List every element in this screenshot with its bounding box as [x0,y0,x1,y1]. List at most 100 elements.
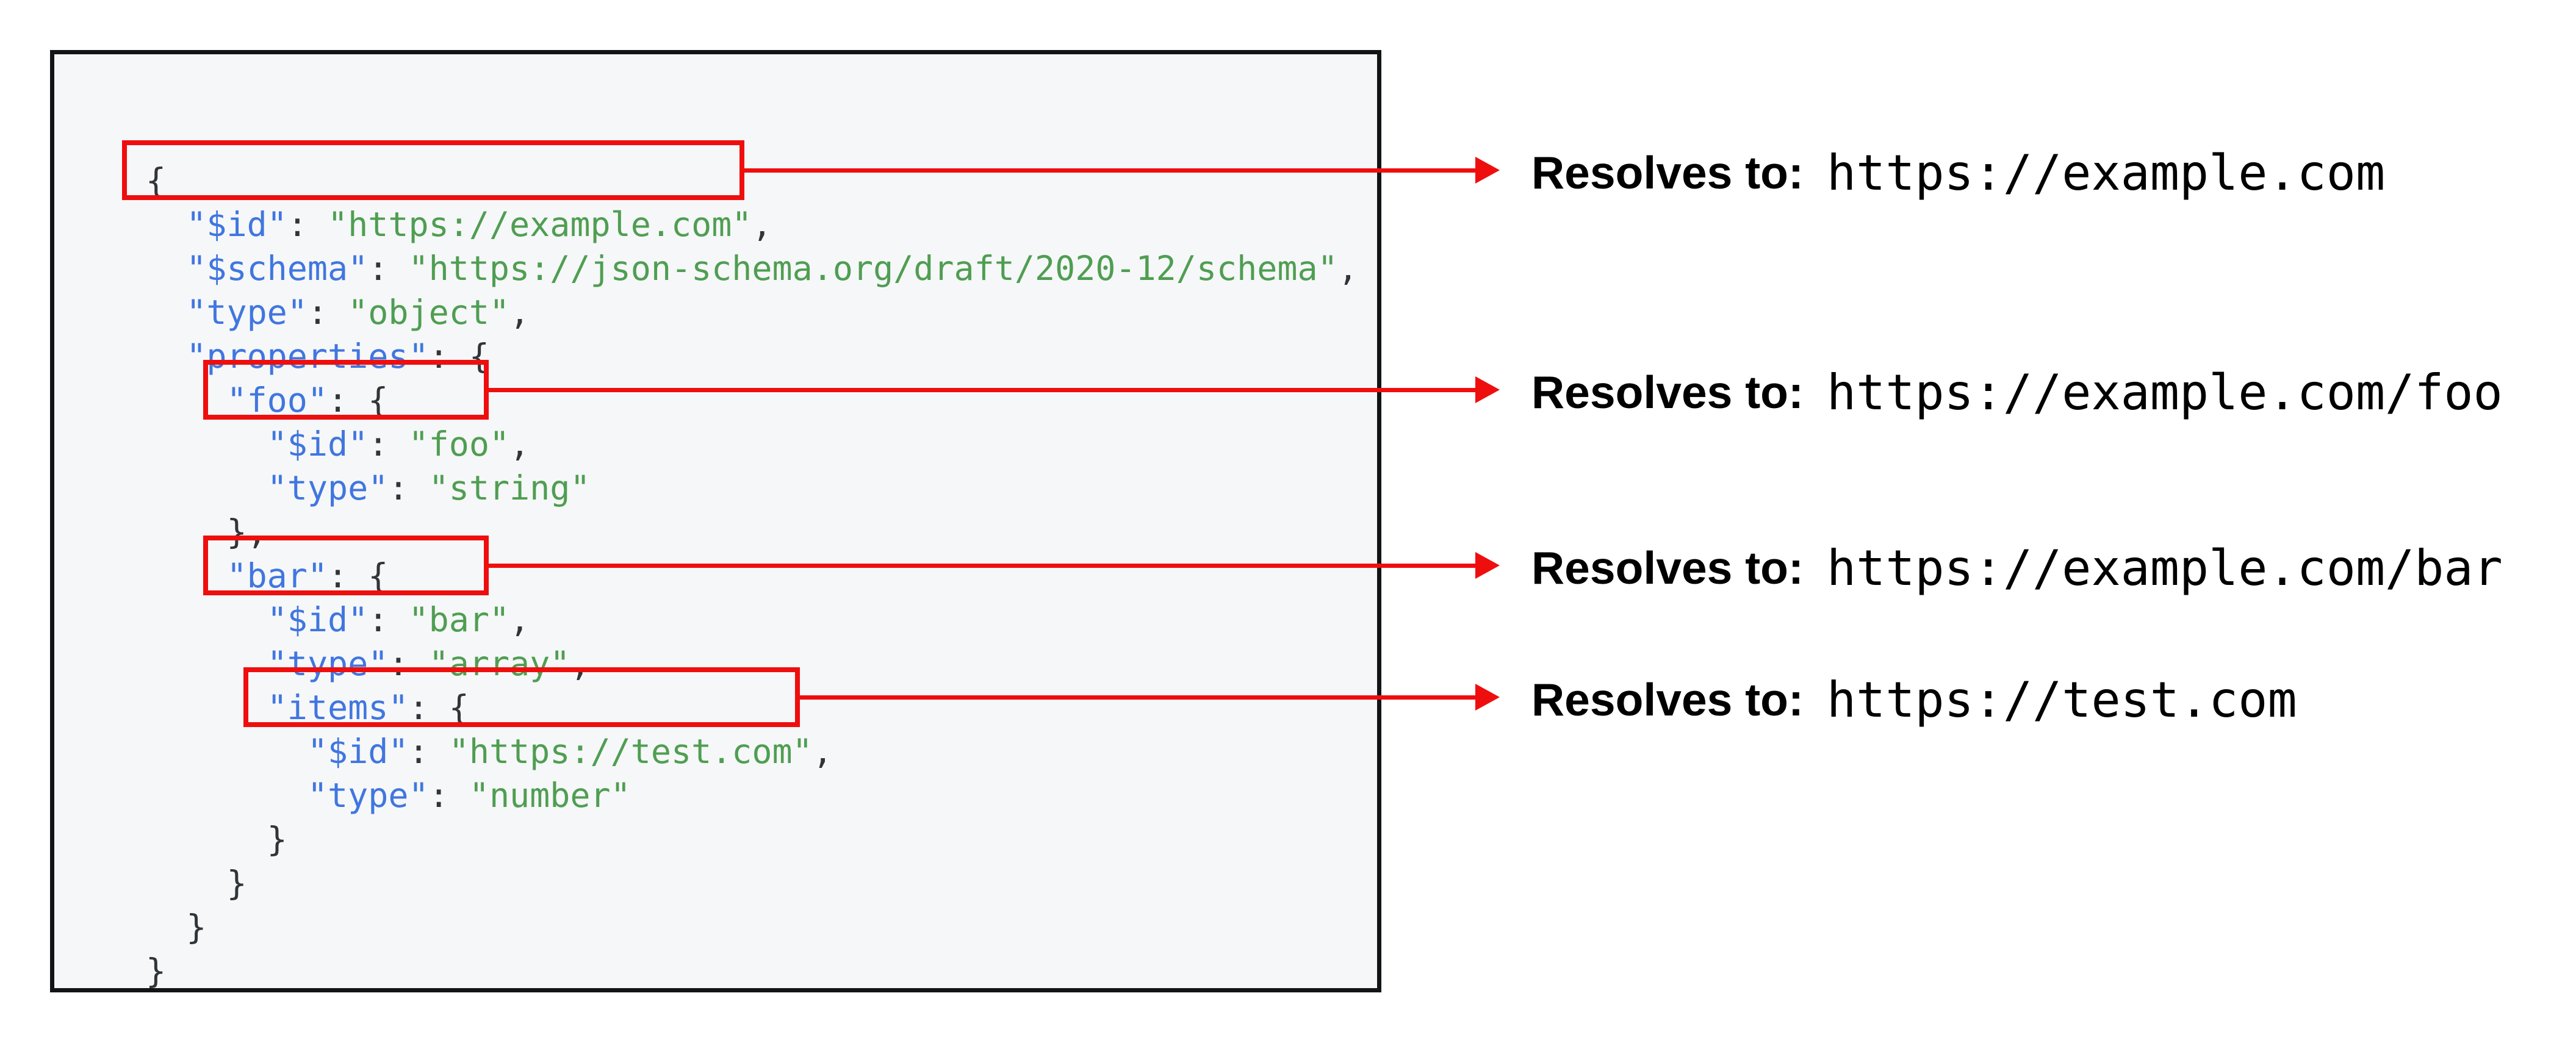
code-token-key: "$id" [267,600,369,639]
highlight-box-foo-id [203,360,489,420]
highlight-box-bar-id [203,536,489,595]
highlight-box-items-id [243,667,800,727]
code-line: }, [146,510,1358,554]
code-token-key: "type" [186,293,308,332]
code-line: "$id": "foo", [146,422,1358,466]
code-line: "$schema": "https://json-schema.org/draf… [146,246,1358,290]
code-line: } [146,861,1358,905]
code-token-punct: : [428,776,469,815]
code-token-string: "https://example.com" [328,205,752,244]
code-token-punct: , [1337,249,1358,288]
arrow-items-id [800,684,1500,711]
code-token-punct: , [570,644,591,683]
code-token-key: "type" [307,776,429,815]
arrow-root-id [744,157,1500,184]
code-token-key: "foo" [226,381,328,420]
arrowhead-icon [1475,157,1500,184]
code-line: "items": { [146,686,1358,729]
arrow-line [489,387,1478,392]
code-token-punct: : [368,600,409,639]
code-token-punct: , [509,600,530,639]
code-token-punct: : { [408,688,469,727]
code-token-punct: } [146,820,287,859]
arrow-bar-id [489,552,1500,579]
code-token-punct: } [146,908,207,947]
resolves-to-row: Resolves to: https://example.com/foo [1531,359,2503,426]
code-token-string: "array" [428,644,570,683]
code-line: "$id": "https://example.com", [146,203,1358,246]
code-token-key: "$id" [267,425,369,464]
code-line: "foo": { [146,378,1358,422]
code-line: { [146,159,1358,203]
code-token-string: "https://test.com" [448,732,813,771]
code-token-string: "foo" [408,425,510,464]
resolves-to-row: Resolves to: https://example.com/bar [1531,534,2503,601]
code-token-punct [146,425,267,464]
code-token-string: "string" [428,468,591,507]
code-token-string: "object" [348,293,510,332]
resolved-url: https://test.com [1826,671,2297,728]
highlight-box-root-id [122,140,744,200]
code-token-punct: , [509,293,530,332]
arrowhead-icon [1475,376,1500,403]
code-token-string: "https://json-schema.org/draft/2020-12/s… [408,249,1338,288]
resolves-to-label: Resolves to: [1531,367,1804,418]
code-token-punct: : [287,205,328,244]
code-token-punct: , [509,425,530,464]
resolves-to-row: Resolves to: https://example.com [1531,139,2385,206]
code-token-punct: : [388,644,429,683]
arrow-foo-id [489,376,1500,403]
arrow-line [800,695,1478,700]
code-token-key: "items" [267,688,409,727]
code-token-punct [146,205,186,244]
arrow-line [489,563,1478,568]
code-token-punct: : [408,732,449,771]
resolved-url: https://example.com/bar [1826,539,2503,597]
resolves-to-label: Resolves to: [1531,674,1804,725]
code-token-punct: , [752,205,772,244]
resolves-to-row: Resolves to: https://test.com [1531,666,2297,733]
code-token-punct: } [146,952,167,991]
json-schema-code-panel: { "$id": "https://example.com", "$schema… [50,50,1381,992]
code-token-punct [146,468,267,507]
code-token-punct: : [368,249,409,288]
code-token-string: "bar" [408,600,510,639]
code-token-string: "number" [469,776,631,815]
code-block: { "$id": "https://example.com", "$schema… [146,159,1358,993]
code-line: "type": "string" [146,466,1358,510]
code-token-punct: { [146,161,167,200]
code-token-punct [146,776,308,815]
code-token-punct [146,600,267,639]
code-line: } [146,817,1358,861]
code-token-punct [146,337,186,376]
code-token-punct: : [388,468,429,507]
code-token-punct: } [146,864,247,903]
code-line: "type": "object", [146,290,1358,334]
code-token-punct: : { [328,556,389,595]
code-line: } [146,949,1358,993]
code-token-punct: : [368,425,409,464]
resolved-url: https://example.com [1826,144,2386,201]
code-token-punct [146,732,308,771]
code-token-punct [146,249,186,288]
code-token-punct: }, [146,512,267,551]
resolves-to-label: Resolves to: [1531,542,1804,593]
code-token-punct [146,293,186,332]
code-token-key: "bar" [226,556,328,595]
arrowhead-icon [1475,684,1500,711]
code-token-punct: : [307,293,348,332]
arrow-line [744,168,1478,173]
code-token-key: "type" [267,468,389,507]
code-line: "$id": "bar", [146,598,1358,642]
code-token-key: "$schema" [186,249,369,288]
code-line: "type": "array", [146,642,1358,686]
code-token-punct: , [812,732,833,771]
code-token-key: "$id" [307,732,409,771]
code-line: "type": "number" [146,773,1358,817]
code-line: "$id": "https://test.com", [146,729,1358,773]
code-line: "bar": { [146,554,1358,598]
code-token-key: "type" [267,644,389,683]
code-token-key: "properties" [186,337,429,376]
code-line: } [146,905,1358,949]
